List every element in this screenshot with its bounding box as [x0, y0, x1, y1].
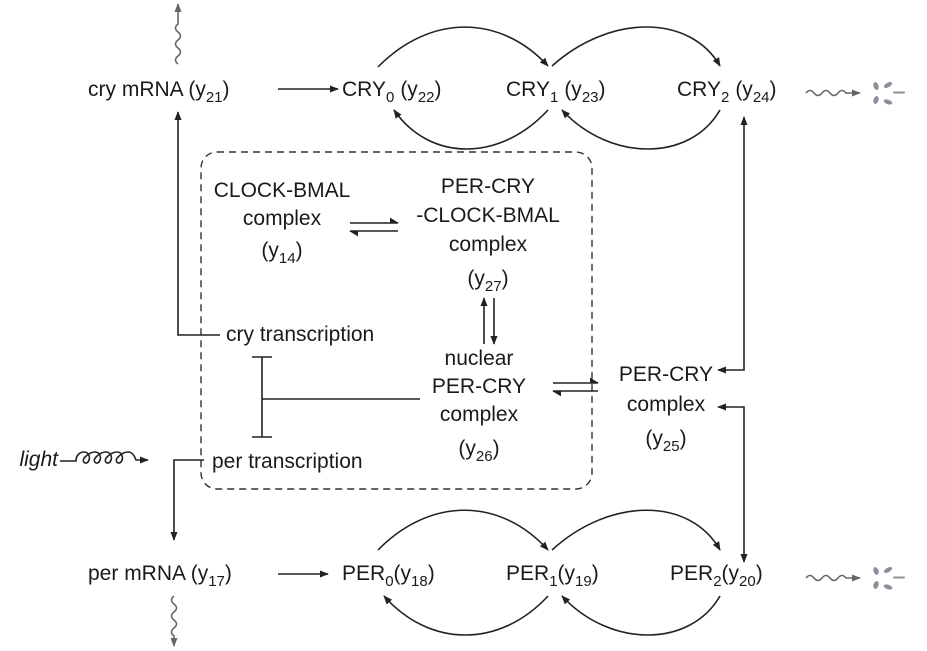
per-mrna-node: per mRNA (y17): [88, 562, 232, 590]
per-cry-complex-node: PER-CRY complex (y25): [619, 363, 713, 455]
svg-text:PER-CRY: PER-CRY: [432, 375, 526, 398]
svg-text:complex: complex: [627, 393, 706, 416]
svg-text:(y26): (y26): [458, 437, 499, 465]
arrow-cry1-to-cry2: [551, 26, 721, 67]
cry-mrna-node: cry mRNA (y21): [88, 78, 230, 106]
arrow-cry0-to-cry1: [377, 26, 549, 68]
per-cry-clock-bmal-node: PER-CRY -CLOCK-BMAL complex (y27): [416, 175, 560, 295]
cry2-degradation-debris-icon: [873, 82, 905, 105]
cry2-node: CRY2(y24): [677, 78, 777, 106]
svg-text:(y27): (y27): [467, 267, 508, 295]
per0-node: PER0(y18): [342, 562, 435, 590]
clock-bmal-node: CLOCK-BMAL complex (y14): [214, 179, 351, 267]
cry0-node: CRY0(y22): [342, 78, 442, 106]
svg-text:PER0(y18): PER0(y18): [342, 562, 435, 590]
svg-text:complex: complex: [440, 403, 519, 426]
arrow-per2-per-cry-binding: [717, 403, 748, 563]
svg-text:per mRNA (y17): per mRNA (y17): [88, 562, 232, 590]
svg-text:CRY2(y24): CRY2(y24): [677, 78, 777, 106]
per-transcription-node: per transcription: [212, 450, 363, 473]
svg-text:PER-CRY: PER-CRY: [441, 175, 535, 198]
svg-text:CRY0(y22): CRY0(y22): [342, 78, 442, 106]
per-mrna-degradation-wavy-arrow: [170, 595, 178, 647]
svg-text:(y25): (y25): [645, 427, 686, 455]
cry2-degradation-wavy-arrow: [805, 89, 861, 97]
arrow-per2-to-per1: [561, 595, 721, 636]
per2-degradation-debris-icon: [873, 567, 905, 590]
svg-text:PER2(y20): PER2(y20): [670, 562, 763, 590]
transcription-inhibition: [252, 356, 420, 438]
cry1-node: CRY1(y23): [506, 78, 606, 106]
svg-text:PER-CRY: PER-CRY: [619, 363, 713, 386]
light-input: light: [19, 448, 149, 471]
svg-text:CLOCK-BMAL: CLOCK-BMAL: [214, 179, 351, 202]
svg-text:complex: complex: [449, 233, 528, 256]
per2-degradation-wavy-arrow: [805, 574, 861, 582]
cry-mrna-degradation-wavy-arrow: [174, 3, 182, 65]
svg-text:complex: complex: [243, 207, 322, 230]
arrow-cry2-per-cry-binding: [717, 116, 748, 374]
svg-text:cry transcription: cry transcription: [226, 323, 374, 346]
arrow-cry2-to-cry1: [561, 109, 721, 150]
arrow-cry-transcription-to-mrna: [174, 111, 220, 336]
per1-node: PER1(y19): [506, 562, 599, 590]
svg-text:nuclear: nuclear: [445, 347, 514, 370]
arrow-per1-to-per0: [383, 595, 549, 636]
cry-transcription-node: cry transcription: [226, 323, 374, 346]
nuclear-per-cry-node: nuclear PER-CRY complex (y26): [432, 347, 526, 465]
arrow-cry1-to-cry0: [393, 109, 549, 150]
svg-text:CRY1(y23): CRY1(y23): [506, 78, 606, 106]
svg-text:PER1(y19): PER1(y19): [506, 562, 599, 590]
arrow-per1-to-per2: [551, 509, 721, 551]
svg-text:per transcription: per transcription: [212, 450, 363, 473]
svg-text:cry mRNA (y21): cry mRNA (y21): [88, 78, 230, 106]
arrow-per-transcription-to-mrna: [170, 459, 204, 541]
svg-text:(y14): (y14): [261, 239, 302, 267]
arrow-per0-to-per1: [377, 509, 549, 551]
svg-text:-CLOCK-BMAL: -CLOCK-BMAL: [416, 204, 560, 227]
per2-node: PER2(y20): [670, 562, 763, 590]
nucleus-boundary: [200, 151, 593, 490]
svg-text:light: light: [19, 448, 59, 471]
